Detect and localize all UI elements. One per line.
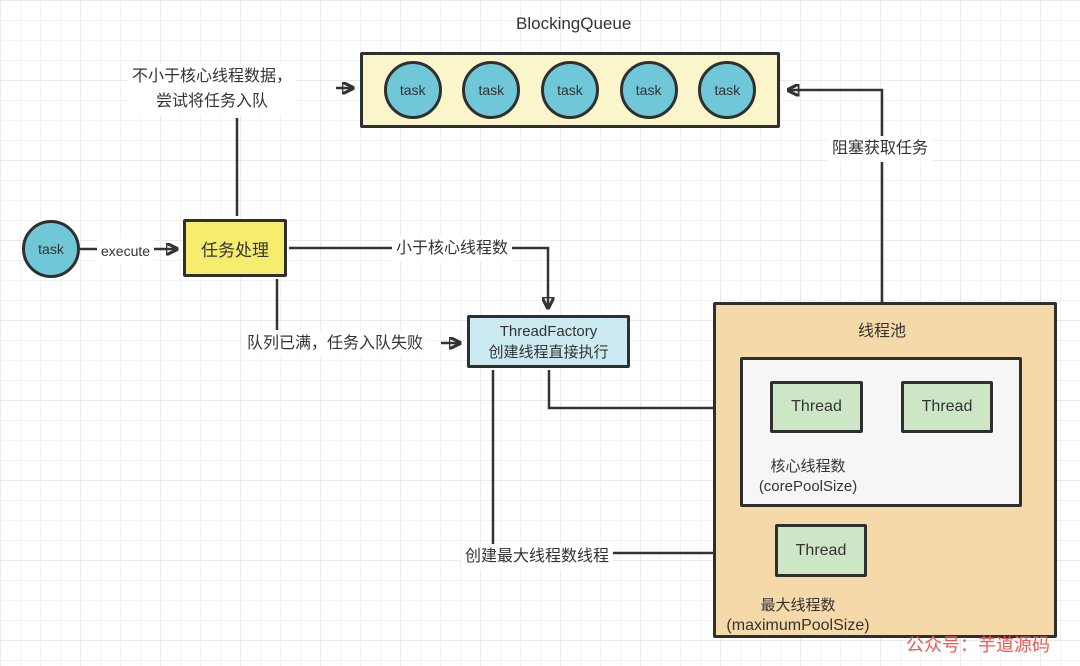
edge-label-create-max: 创建最大线程数线程 [461, 544, 614, 570]
watermark-text: 公众号：芋道源码 [906, 635, 1050, 655]
edge-label-enqueue: 不小于核心线程数据， 尝试将任务入队 [128, 63, 297, 115]
queue-task-node: task [462, 61, 521, 119]
max-pool-label: 最大线程数 (maximumPoolSize) [718, 596, 878, 636]
edge-label-enqueue-line1: 不小于核心线程数据， [132, 68, 293, 85]
queue-task-node: task [540, 61, 599, 119]
edge-label-execute: execute [97, 238, 155, 264]
edge-label-blocking-take: 阻塞获取任务 [828, 136, 933, 162]
thread-pool-title: 线程池 [858, 323, 907, 340]
max-pool-label-line1: 最大线程数 [760, 597, 836, 614]
edge-label-queue-full: 队列已满，任务入队失败 [243, 331, 428, 357]
thread-factory-line1: ThreadFactory [499, 322, 598, 340]
blocking-queue-title: BlockingQueue [516, 14, 632, 33]
edge-label-enqueue-line2: 尝试将任务入队 [156, 93, 269, 110]
edge-blocking-take-arrow [788, 90, 884, 303]
queue-task-node: task [383, 61, 442, 119]
queue-task-row: task task task task task [363, 55, 777, 125]
core-pool-label: 核心线程数 (corePoolSize) [743, 457, 873, 497]
core-thread-2-box: Thread [901, 381, 993, 433]
task-handler-box: 任务处理 [183, 219, 287, 277]
core-pool-label-line1: 核心线程数 [770, 458, 846, 475]
source-task-node: task [22, 220, 80, 278]
queue-task-node: task [619, 61, 678, 119]
edge-label-less-than-core: 小于核心线程数 [392, 236, 513, 262]
max-thread-box: Thread [775, 524, 867, 577]
core-pool-label-line2: (corePoolSize) [758, 478, 858, 495]
queue-task-node: task [698, 61, 757, 119]
thread-factory-box: ThreadFactory 创建线程直接执行 [467, 315, 630, 368]
blocking-queue-box: task task task task task [360, 52, 780, 128]
core-thread-1-box: Thread [770, 381, 863, 433]
max-pool-label-line2: (maximumPoolSize) [726, 617, 870, 634]
thread-factory-line2: 创建线程直接执行 [488, 343, 609, 361]
